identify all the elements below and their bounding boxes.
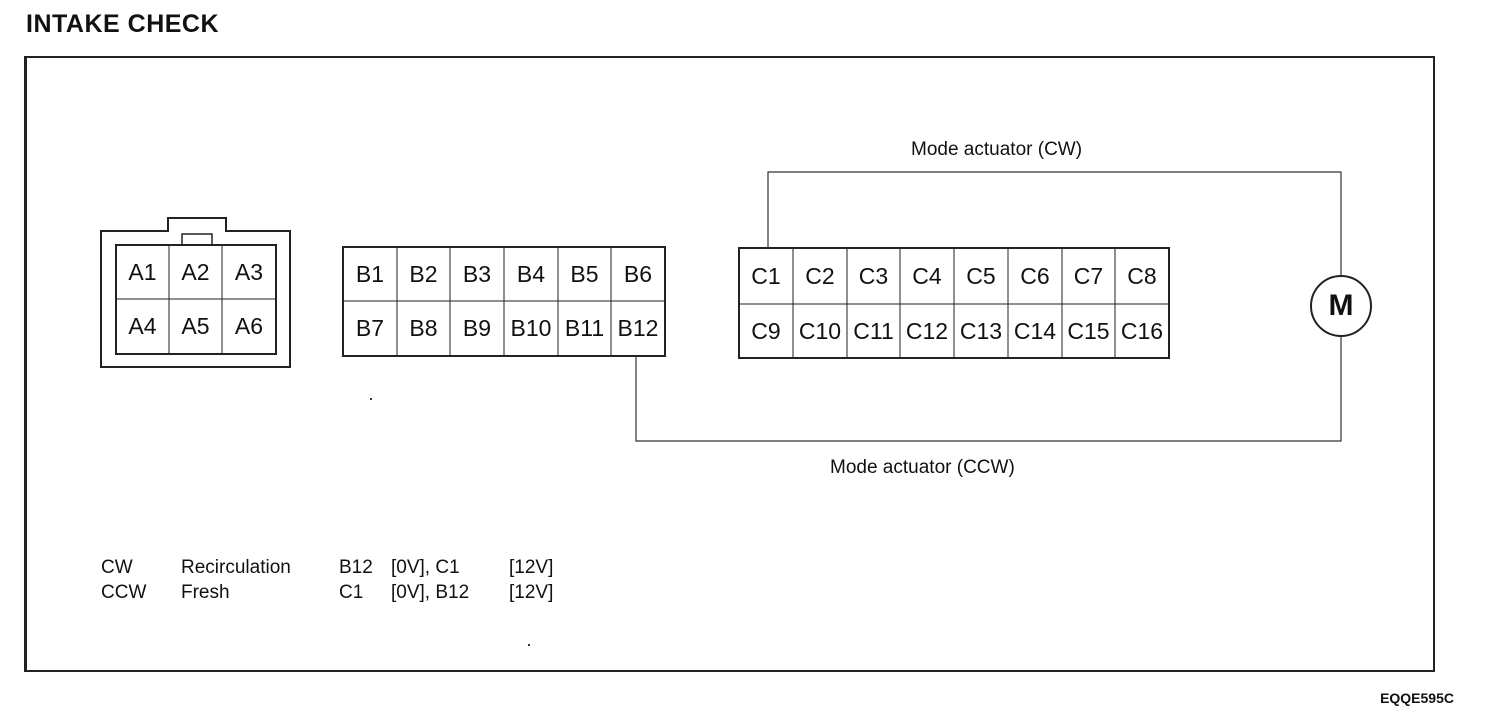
pin-c13: C13 [959, 317, 1003, 344]
pin-c16: C16 [1120, 317, 1164, 344]
pin-c5: C5 [966, 262, 996, 289]
pin-a4: A4 [128, 313, 157, 339]
pin-c11: C11 [853, 317, 894, 344]
pin-c1: C1 [751, 262, 781, 289]
pin-b1: B1 [355, 260, 385, 287]
wire-cw-label: Mode actuator (CW) [911, 139, 1083, 160]
legend-direction: CW [101, 557, 133, 578]
pin-b2: B2 [409, 260, 438, 287]
pin-b7: B7 [355, 315, 385, 341]
pin-c14: C14 [1013, 317, 1057, 344]
legend-voltage-1: [0V], C1 [391, 557, 460, 578]
pin-b11: B11 [564, 315, 605, 341]
pin-c8: C8 [1127, 262, 1157, 289]
legend-mode: Fresh [181, 582, 230, 603]
legend-direction: CCW [101, 582, 147, 603]
scan-dot [528, 644, 530, 646]
wire-cw [767, 171, 1342, 276]
pin-b4: B4 [516, 260, 546, 287]
pin-b6: B6 [623, 260, 653, 287]
pin-c10: C10 [798, 317, 842, 344]
page-title: INTAKE CHECK [26, 10, 220, 38]
pin-c12: C12 [905, 317, 949, 344]
motor-label: M [1328, 289, 1354, 322]
legend-mode: Recirculation [181, 557, 291, 578]
legend-voltage-2: [12V] [509, 582, 554, 603]
legend-pin: B12 [339, 557, 373, 578]
wire-ccw-label: Mode actuator (CCW) [830, 457, 1015, 478]
legend-voltage-1: [0V], B12 [391, 582, 470, 603]
pin-a1: A1 [128, 258, 157, 285]
motor-symbol [1310, 275, 1372, 337]
pin-b5: B5 [570, 260, 599, 287]
pin-b12: B12 [617, 315, 659, 341]
pin-c6: C6 [1020, 262, 1050, 289]
legend-pin: C1 [339, 582, 364, 603]
pin-b3: B3 [462, 260, 492, 287]
pin-b9: B9 [462, 315, 492, 341]
pin-c7: C7 [1073, 262, 1104, 289]
pin-c15: C15 [1067, 317, 1110, 344]
connector-a-housing [100, 217, 291, 368]
wire-ccw [635, 337, 1342, 442]
pin-a3: A3 [234, 258, 264, 285]
figure-code: EQQE595C [1380, 690, 1454, 706]
pin-a5: A5 [181, 313, 210, 339]
legend-voltage-2: [12V] [509, 557, 554, 578]
pin-c3: C3 [858, 262, 889, 289]
pin-b10: B10 [510, 315, 552, 341]
pin-c9: C9 [751, 317, 781, 344]
diagram-frame [24, 56, 1435, 672]
scan-dot [370, 398, 372, 400]
pin-b8: B8 [409, 315, 438, 341]
pin-a6: A6 [234, 313, 264, 339]
pin-a2: A2 [181, 258, 210, 285]
pin-c4: C4 [912, 262, 942, 289]
connector-c-grid [738, 247, 1170, 359]
connector-b-grid [342, 246, 666, 357]
pin-c2: C2 [805, 262, 835, 289]
